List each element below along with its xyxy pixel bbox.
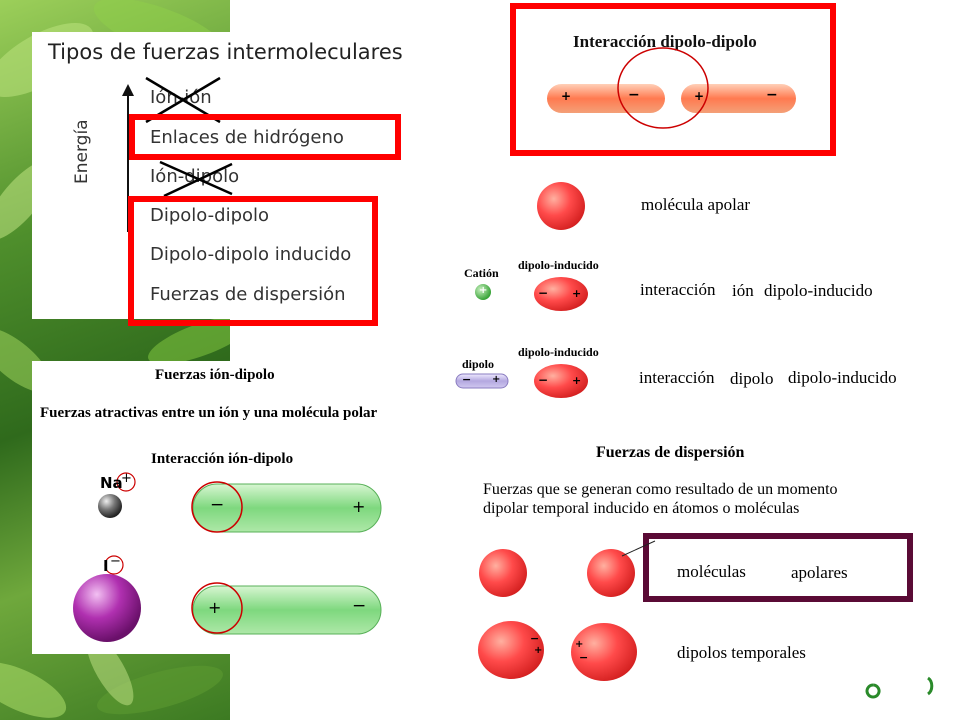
induced-1-minus: −: [538, 286, 549, 300]
interaction-2-induced: dipolo-inducido: [788, 368, 897, 387]
dispersion-title: Fuerzas de dispersión: [596, 444, 745, 461]
dipole-left-minus: −: [628, 87, 640, 103]
dispersion-desc-line1: Fuerzas que se generan como resultado de…: [483, 481, 838, 498]
tipos-title: Tipos de fuerzas intermoleculares: [48, 40, 403, 64]
induced-1-plus: +: [572, 287, 582, 300]
apolar-highlight-box: [643, 533, 913, 602]
dipolo-label: dipolo: [462, 357, 495, 371]
corner-mark-bracket: [927, 676, 934, 696]
cation-label: Catión: [464, 266, 499, 280]
cation-plus: +: [479, 285, 488, 296]
label-apolares: apolares: [791, 563, 848, 582]
dipole-right-plus: +: [694, 89, 705, 103]
induced-label-2: dipolo-inducido: [518, 345, 599, 359]
ion-dipolo-title: Fuerzas ión-dipolo: [155, 367, 275, 383]
corner-mark-green: [865, 683, 881, 699]
tipos-item-dipolo-dipolo: Dipolo-dipolo: [150, 205, 270, 226]
dipolo-bar-plus: +: [492, 374, 501, 385]
dispersion-desc-line2: dipolar temporal inducido en átomos o mo…: [483, 500, 800, 517]
apolar-molecule: [537, 182, 585, 230]
na-charge: +: [121, 471, 132, 486]
dipolo-dipolo-title: Interacción dipolo-dipolo: [573, 32, 757, 51]
interaction-1-ion: ión: [732, 281, 754, 300]
interaction-2-dipolo: dipolo: [730, 369, 774, 388]
ion-dipole-bar-1-minus: −: [210, 495, 225, 515]
interaction-2-label: interacción: [639, 368, 715, 387]
tipos-item-ion-dipolo: Ión-dipolo: [150, 166, 240, 187]
tipos-panel: Tipos de fuerzas intermoleculares Ión-ió…: [32, 32, 404, 319]
dipolo-bar-minus: −: [462, 373, 472, 386]
tipos-item-hidrogeno: Enlaces de hidrógeno: [150, 127, 344, 148]
apolar-sphere-2: [587, 549, 635, 597]
tipos-item-dispersion: Fuerzas de dispersión: [150, 284, 346, 305]
dipole-left-plus: +: [561, 89, 572, 103]
temporal-2-plus: +: [575, 639, 584, 650]
ion-dipole-bar-2-minus: −: [352, 596, 367, 616]
temporal-2-minus: −: [579, 651, 589, 664]
label-dipolos-temporales: dipolos temporales: [677, 643, 806, 662]
dipole-right-minus: −: [766, 87, 778, 103]
induced-label-1: dipolo-inducido: [518, 258, 599, 272]
tipos-item-dipolo-inducido: Dipolo-dipolo inducido: [150, 244, 352, 265]
ion-dipole-bar-1-plus: +: [352, 497, 366, 516]
temporal-1-plus: +: [534, 645, 543, 656]
interaction-1-induced: dipolo-inducido: [764, 281, 873, 300]
na-label: Na: [100, 474, 123, 492]
ion-dipolo-subtitle: Fuerzas atractivas entre un ión y una mo…: [40, 405, 378, 421]
induced-2-plus: +: [572, 374, 582, 387]
induced-2-minus: −: [538, 373, 549, 387]
i-label: I: [103, 557, 109, 575]
i-charge: −: [110, 554, 121, 569]
label-moleculas: moléculas: [677, 562, 746, 581]
ion-dipole-bar-2-plus: +: [208, 598, 222, 617]
ion-dipolo-panel: Fuerzas ión-dipolo Fuerzas atractivas en…: [32, 361, 432, 654]
temporal-1-minus: −: [530, 632, 540, 645]
ion-dipolo-interaction-title: Interacción ión-dipolo: [151, 451, 294, 467]
energy-axis-label: Energía: [72, 119, 92, 184]
apolar-sphere-1: [479, 549, 527, 597]
tipos-item-ion-ion: Ión-ión: [150, 87, 212, 108]
dipolo-dipolo-frame: [510, 3, 836, 156]
interaction-1-label: interacción: [640, 280, 716, 299]
apolar-label: molécula apolar: [641, 195, 751, 214]
